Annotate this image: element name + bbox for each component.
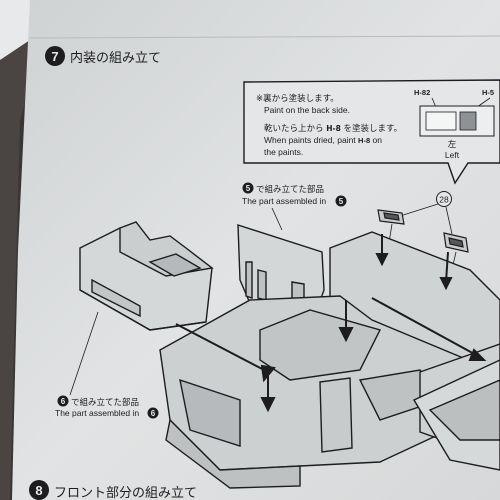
small-part-left-window [383,212,400,221]
label6-en: The part assembled in [55,408,139,418]
note-line2-en: When paints dried, paint H-8 on [264,135,382,145]
side-label-jp: 左 [448,139,457,150]
step8-heading: 8 フロント部分の組み立て [29,480,197,500]
label5-badge [242,182,254,194]
console-base-line [79,289,207,331]
small-parts [377,209,469,279]
assembly-arrows [175,234,487,413]
label-part-6: 6 で組み立てた部品 The part assembled in 6 [55,311,159,419]
paint-code-b: H-5 [482,88,494,97]
arrow-console-line [175,323,269,373]
note-line1-en: Paint on the back side. [264,105,350,115]
console-recess [148,253,202,277]
step8-number: 8 [35,483,42,498]
part-number-circle [436,191,452,207]
desk-edge [0,20,50,500]
part-number: 28 [439,195,449,205]
part-28-callout: 28 [399,191,453,235]
note-line3-en: the paints. [264,147,303,157]
tub-front-left-well [179,378,241,447]
side-label-en: Left [445,150,460,160]
label6-leader [69,311,99,396]
step7-number-badge [45,46,65,66]
label5-ref-badge [335,195,347,207]
label5-ref: 5 [339,197,344,206]
label5-jp: で組み立てた部品 [256,184,324,195]
label6-jp: で組み立てた部品 [71,397,139,408]
panel-mount-left [245,261,253,299]
tray-part [412,359,500,471]
note-line2-en-pre: When paints dried, paint [264,135,356,145]
note-line2-en-post: on [373,135,383,145]
note-line2-jp-pre: 乾いたら上から [264,123,324,134]
step8-number-badge [29,480,49,500]
paint-area-dark [459,111,477,131]
paint-code-a: H-82 [414,88,430,97]
note-line2-jp: 乾いたら上から H-8 を塗装します。 [264,123,402,134]
note-line1-jp: ※裏から塗装します。 [256,93,339,104]
arrow-seat-left-head [338,327,354,343]
arrow-seat-right-head [468,348,487,361]
label6-badge [57,395,69,407]
step8-title: フロント部分の組み立て [54,486,197,500]
label-part-5: 5 で組み立てた部品 The part assembled in 5 [242,182,347,231]
note-line2-jp-code: H-8 [326,124,341,133]
step7-title: 内装の組み立て [70,50,161,66]
paint-note-callout: ※裏から塗装します。 Paint on the back side. 乾いたら上… [243,79,500,185]
arrow-small-right-head [439,277,453,291]
note-line2-en-code: H-8 [358,136,370,145]
note-line2-jp-post: を塗装します。 [344,123,403,134]
leader-right-part [445,206,453,235]
panel-mount-mid [257,269,267,301]
tub-door-panel [319,377,353,453]
label5-en: The part assembled in [242,196,326,206]
paint-area-light [425,111,457,131]
label5-number: 5 [246,184,251,193]
label6-number: 6 [61,397,66,406]
console-front-panel [91,278,141,318]
leader-left-part [399,203,439,217]
arrow-small-left-head [375,253,389,267]
step7-heading: 7 内装の組み立て [45,46,161,66]
arrow-console-drop-head [260,397,276,413]
label5-leader [271,207,283,231]
tray-recess [428,379,500,441]
sheet-crease [29,35,500,39]
console-part [79,221,214,331]
label6-ref: 6 [151,409,156,418]
step7-number: 7 [51,49,58,64]
arrow-seat-right [371,297,479,357]
small-part-right-window [448,237,464,248]
label6-ref-badge [147,407,159,419]
tub-front-skirt [165,418,301,489]
